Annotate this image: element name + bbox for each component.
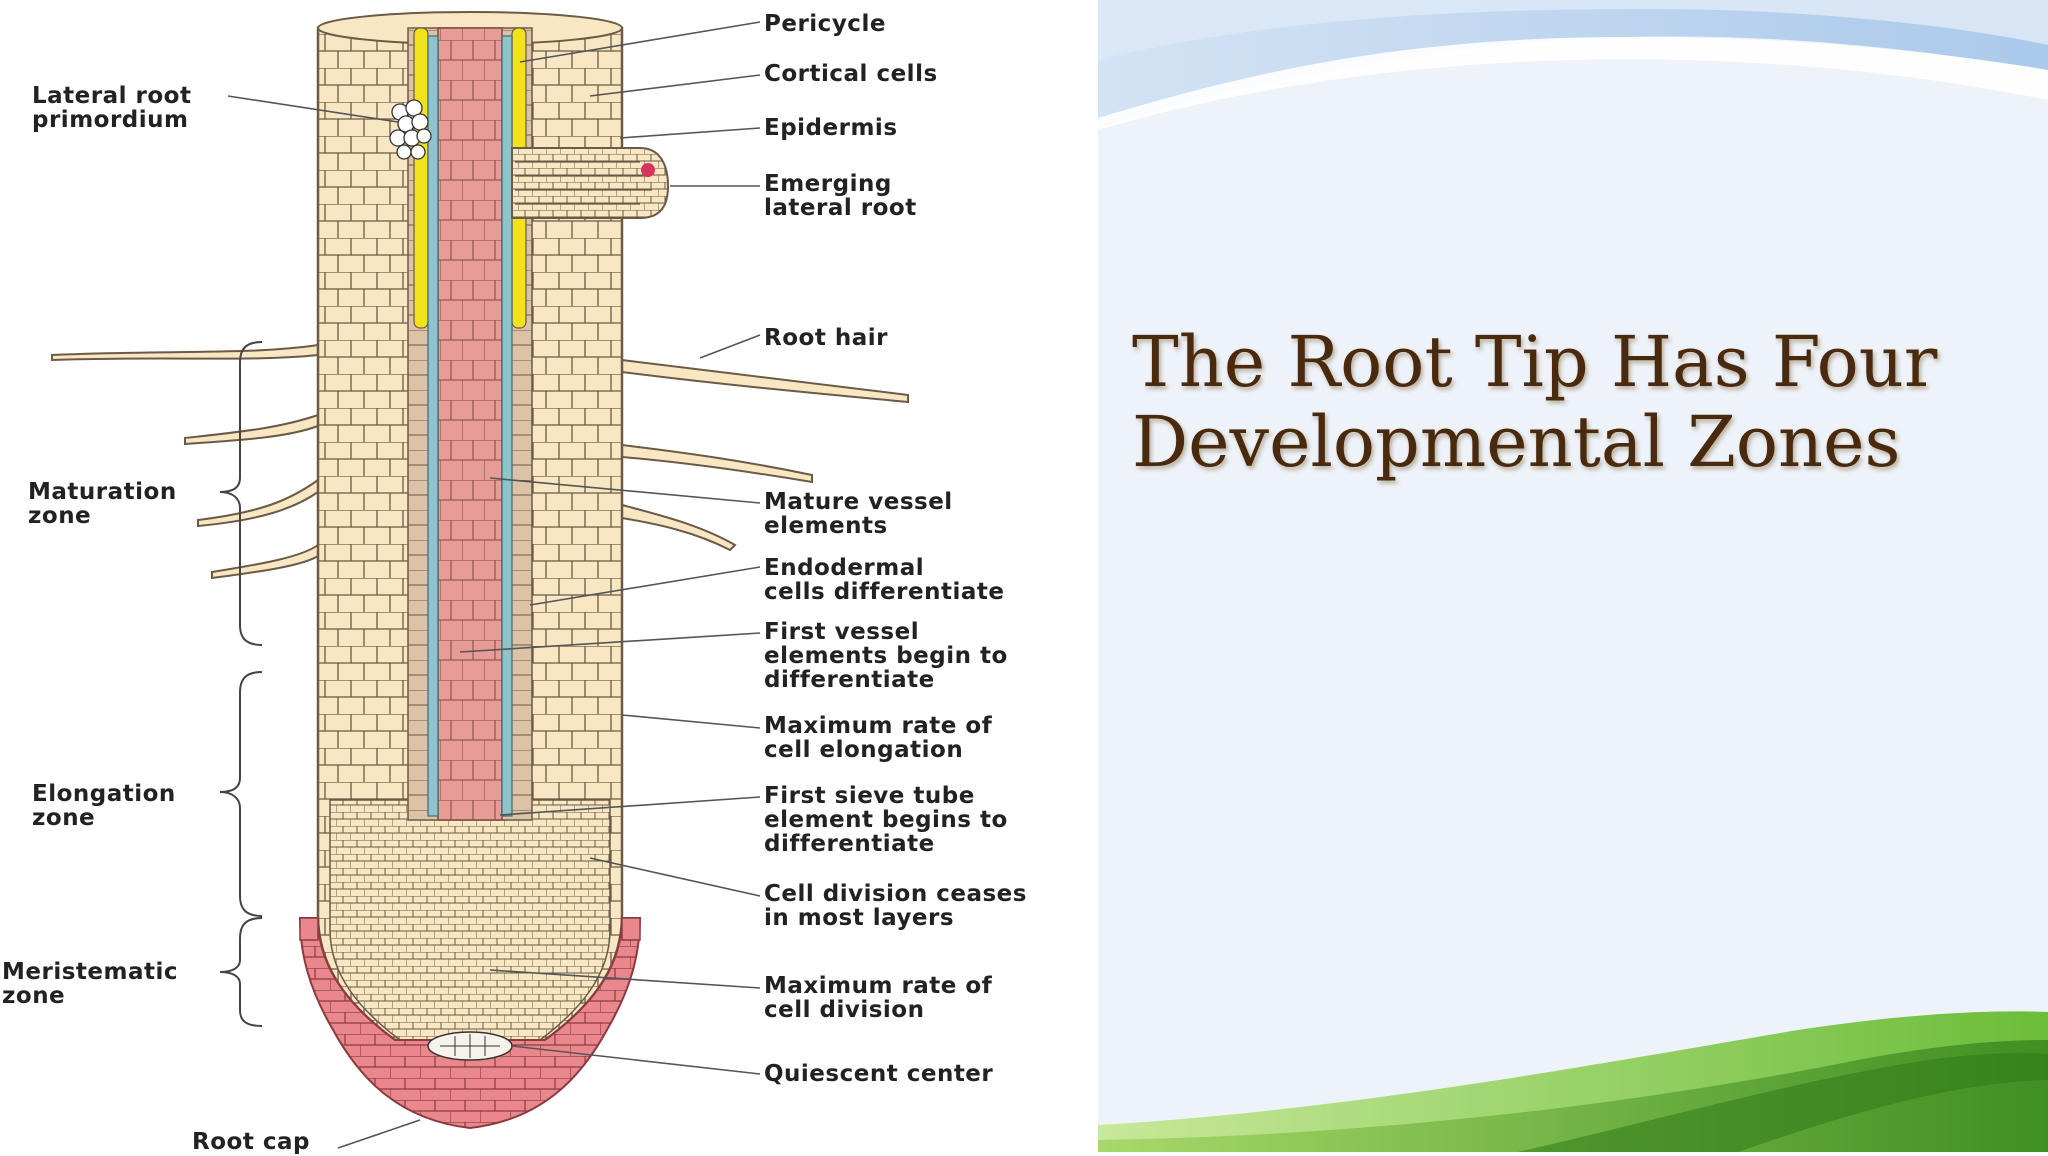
- label-max-elongation-line2: cell elongation: [764, 737, 964, 763]
- label-root-cap: Root cap: [192, 1130, 310, 1154]
- label-first-vessel-elements: First vessel elements begin to different…: [764, 620, 1008, 692]
- slide-title-line1: The Root Tip Has Four: [1132, 321, 1938, 403]
- label-maturation-zone: Maturation zone: [28, 480, 177, 528]
- label-cortical-cells: Cortical cells: [764, 62, 938, 86]
- meristem-cells: [329, 799, 611, 1041]
- label-max-elongation-line1: Maximum rate of: [764, 713, 993, 739]
- slide-title-line2: Developmental Zones: [1132, 401, 1901, 483]
- label-endodermal-cells-line1: Endodermal: [764, 555, 925, 581]
- label-cell-division-ceases-line1: Cell division ceases: [764, 881, 1027, 907]
- label-meristematic-zone: Meristematic zone: [2, 960, 178, 1008]
- label-epidermis-line1: Epidermis: [764, 115, 898, 141]
- label-pericycle: Pericycle: [764, 12, 886, 36]
- label-first-vessel-elements-line3: differentiate: [764, 667, 935, 693]
- label-lateral-root-primordium-line1: Lateral root: [32, 83, 192, 109]
- label-root-hair-line1: Root hair: [764, 325, 888, 351]
- brace-maturation: [219, 341, 263, 646]
- label-mature-vessel-elements-line2: elements: [764, 513, 888, 539]
- brace-elongation: [219, 671, 263, 917]
- label-elongation-zone-line2: zone: [32, 805, 96, 831]
- label-cortical-cells-line1: Cortical cells: [764, 61, 938, 87]
- label-elongation-zone-line1: Elongation: [32, 781, 176, 807]
- grass-highlight: [1518, 1053, 2048, 1152]
- label-max-elongation: Maximum rate of cell elongation: [764, 714, 992, 762]
- emerging-lateral-root: [511, 147, 670, 219]
- label-endodermal-cells: Endodermal cells differentiate: [764, 556, 1004, 604]
- xylem-core: [437, 27, 503, 821]
- label-maturation-zone-line1: Maturation: [28, 479, 177, 505]
- label-cell-division-ceases-line2: in most layers: [764, 905, 955, 931]
- label-first-vessel-elements-line2: elements begin to: [764, 643, 1008, 669]
- label-emerging-lateral-root: Emerging lateral root: [764, 172, 917, 220]
- sky-wave-light: [1098, 36, 2048, 130]
- slide-title: The Root Tip Has Four Developmental Zone…: [1132, 322, 2032, 482]
- label-max-cell-division-line1: Maximum rate of: [764, 973, 993, 999]
- root-cap: [298, 917, 642, 1130]
- label-lateral-root-primordium: Lateral root primordium: [32, 84, 191, 132]
- label-first-sieve-tube-line2: element begins to: [764, 807, 1008, 833]
- lateral-root-primordium-cells: [389, 99, 432, 160]
- slide-background-decoration: [1098, 0, 2048, 1152]
- label-mature-vessel-elements: Mature vessel elements: [764, 490, 953, 538]
- title-panel: [1098, 0, 2048, 1152]
- label-maturation-zone-line2: zone: [28, 503, 92, 529]
- label-first-sieve-tube: First sieve tube element begins to diffe…: [764, 784, 1008, 856]
- root-tip-diagram: Lateral root primordium Maturation zone …: [2, 11, 1027, 1154]
- phloem-strand-right: [501, 35, 513, 817]
- root-hairs: [51, 343, 909, 580]
- label-max-cell-division: Maximum rate of cell division: [764, 974, 992, 1022]
- root-hair-left-3: [197, 478, 319, 528]
- root-hair-right-3: [621, 503, 737, 552]
- label-emerging-lateral-root-line1: Emerging: [764, 171, 892, 197]
- phloem-strand-left: [427, 35, 439, 817]
- root-hair-left-1: [51, 343, 319, 362]
- root-hair-left-2: [184, 413, 319, 446]
- label-first-sieve-tube-line1: First sieve tube: [764, 783, 975, 809]
- label-max-cell-division-line2: cell division: [764, 997, 925, 1023]
- label-elongation-zone: Elongation zone: [32, 782, 176, 830]
- label-root-hair: Root hair: [764, 326, 888, 350]
- root-cap-sides: [299, 917, 641, 941]
- sky-wave-band: [1098, 0, 2048, 60]
- label-quiescent-center-line1: Quiescent center: [764, 1061, 994, 1087]
- label-epidermis: Epidermis: [764, 116, 898, 140]
- label-meristematic-zone-line1: Meristematic: [2, 959, 178, 985]
- label-meristematic-zone-line2: zone: [2, 983, 66, 1009]
- label-emerging-lateral-root-line2: lateral root: [764, 195, 917, 221]
- label-endodermal-cells-line2: cells differentiate: [764, 579, 1005, 605]
- label-lateral-root-primordium-line2: primordium: [32, 107, 189, 133]
- root-diagram-graphic: [51, 11, 909, 1149]
- zone-braces: [219, 341, 263, 1027]
- sky-wave-top: [1098, 0, 2048, 130]
- label-root-cap-line1: Root cap: [192, 1129, 310, 1155]
- leader-lines: [227, 21, 761, 1149]
- label-mature-vessel-elements-line1: Mature vessel: [764, 489, 953, 515]
- label-cell-division-ceases: Cell division ceases in most layers: [764, 882, 1027, 930]
- root-hair-right-2: [621, 443, 813, 484]
- root-hair-right-1: [621, 358, 909, 404]
- brace-meristematic: [219, 917, 263, 1027]
- label-quiescent-center: Quiescent center: [764, 1062, 993, 1086]
- label-first-sieve-tube-line3: differentiate: [764, 831, 935, 857]
- label-first-vessel-elements-line1: First vessel: [764, 619, 920, 645]
- root-hair-left-4: [211, 543, 319, 580]
- label-pericycle-line1: Pericycle: [764, 11, 886, 37]
